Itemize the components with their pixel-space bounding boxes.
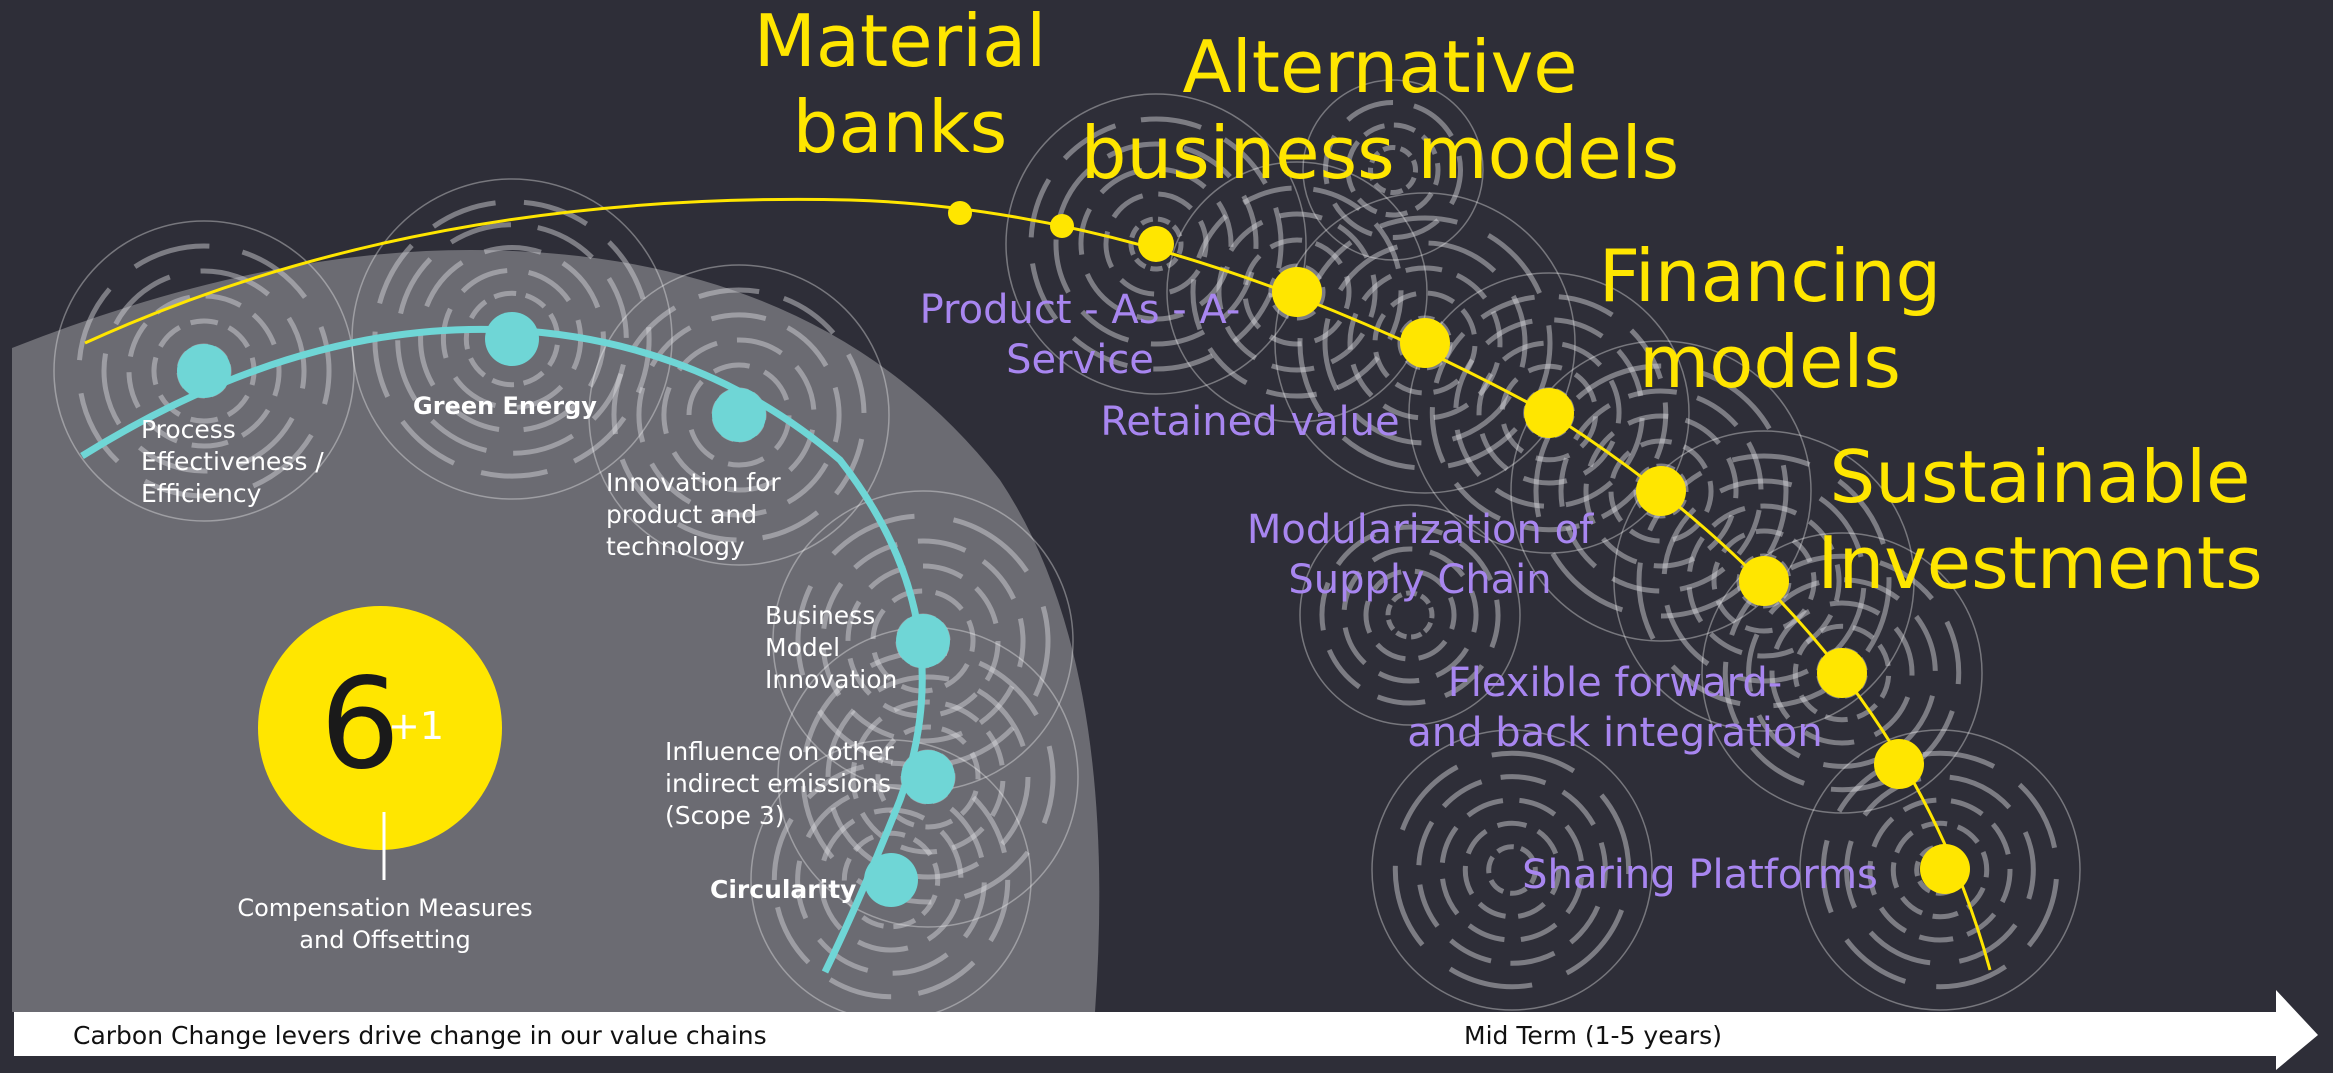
dot-influence xyxy=(901,750,955,804)
timeline-right-text: Mid Term (1-5 years) xyxy=(1464,1021,1722,1050)
dot-process xyxy=(177,344,231,398)
lever-sharing-platforms: Sharing Platforms xyxy=(1522,852,1878,898)
lever-business-model: Business Model Innovation xyxy=(765,601,898,694)
dot-supply-chain xyxy=(1739,556,1789,606)
heading-material-banks: Material banks xyxy=(753,0,1047,169)
dot-product-as-a-service xyxy=(1272,267,1322,317)
dot-sustainable xyxy=(1874,739,1924,789)
lever-circularity: Circularity xyxy=(710,875,857,904)
ripple-icon xyxy=(777,626,1079,928)
dot-innovation xyxy=(712,388,766,442)
ripple-icon xyxy=(1166,161,1428,423)
lever-modularization: Modularization of Supply Chain xyxy=(1246,507,1594,603)
heading-sustainable-investments: Sustainable Investments xyxy=(1817,435,2263,605)
dot-business-models-small xyxy=(1050,214,1074,238)
inner-lever-curve xyxy=(80,325,926,974)
lever-process: Process Effectiveness / Efficiency xyxy=(141,415,324,508)
lever-retained-value: Retained value xyxy=(1100,399,1400,445)
badge-plus: +1 xyxy=(388,704,445,748)
lever-green-energy: Green Energy xyxy=(413,392,597,420)
lever-flexible-integration: Flexible forward- and back integration xyxy=(1407,660,1823,756)
dot-material-banks xyxy=(948,201,972,225)
timeline-arrow xyxy=(14,990,2318,1070)
dot-retained-value xyxy=(1400,318,1450,368)
lever-product-as-a-service: Product - As - A- Service xyxy=(919,287,1241,383)
lever-innovation: Innovation for product and technology xyxy=(606,468,781,561)
dot-business-model xyxy=(896,614,950,668)
ripple-icon xyxy=(1302,79,1484,261)
badge-number-wrap: 6 +1 xyxy=(258,606,502,850)
dot-modularization xyxy=(1636,466,1686,516)
dot-flexible-integration xyxy=(1817,648,1867,698)
dot-business-models xyxy=(1138,226,1174,262)
ripple-icons xyxy=(53,79,2081,1021)
dot-circularity xyxy=(864,853,918,907)
dot-green-energy xyxy=(485,312,539,366)
heading-alternative-business-models: Alternative business models xyxy=(1080,25,1680,195)
dot-financing xyxy=(1524,388,1574,438)
lever-influence: Influence on other indirect emissions (S… xyxy=(665,737,894,830)
badge-caption: Compensation Measures and Offsetting xyxy=(237,894,533,954)
timeline-left-text: Carbon Change levers drive change in our… xyxy=(73,1021,767,1050)
dot-sharing-platforms xyxy=(1920,844,1970,894)
inner-lever-area xyxy=(12,250,1100,1012)
badge-number: 6 xyxy=(320,650,401,797)
compensation-badge xyxy=(258,606,502,850)
heading-financing-models: Financing models xyxy=(1598,234,1942,404)
